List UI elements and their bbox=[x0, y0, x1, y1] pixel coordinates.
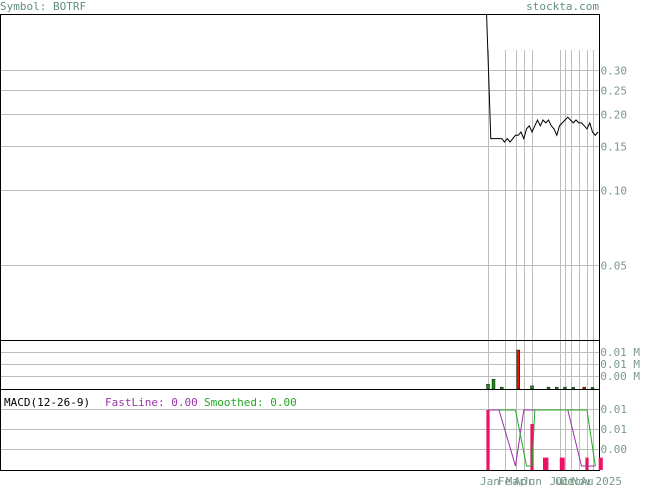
x-tick-label: Nov bbox=[572, 475, 592, 486]
volume-bar bbox=[563, 386, 567, 390]
macd-histogram-bar bbox=[598, 457, 603, 470]
volume-y-tick-label: 0.01 M bbox=[600, 346, 640, 359]
macd-histogram-bar bbox=[559, 457, 565, 470]
x-tick-label: Apr bbox=[514, 475, 534, 486]
volume-bar bbox=[486, 384, 490, 390]
price-y-tick-label: 0.30 bbox=[601, 65, 628, 78]
x-tick-label: Dec bbox=[561, 475, 581, 486]
price-y-axis: 0.30 0.25 0.20 0.15 0.10 0.05 bbox=[601, 65, 628, 273]
x-tick-label: Jan bbox=[480, 475, 500, 486]
macd-panel: 0.010.010.010.00 MACD(12-26-9) FastLine:… bbox=[0, 389, 628, 471]
x-tick-label: Mar bbox=[506, 475, 526, 486]
macd-fast-legend: FastLine: 0.00 bbox=[105, 396, 198, 409]
volume-bar bbox=[571, 387, 575, 390]
volume-bars bbox=[486, 349, 595, 390]
volume-bar bbox=[546, 386, 551, 390]
macd-fast-line bbox=[488, 409, 596, 467]
volume-bar bbox=[590, 387, 595, 390]
price-y-tick-label: 0.15 bbox=[601, 141, 628, 154]
macd-y-axis: 0.010.010.010.00 bbox=[601, 403, 628, 456]
macd-grid bbox=[1, 390, 599, 470]
macd-histogram-bar bbox=[585, 457, 589, 470]
symbol-label: Symbol: BOTRF bbox=[0, 0, 86, 13]
volume-y-axis: 0.01 M0.01 M0.00 M bbox=[600, 346, 640, 383]
chart-header: Symbol: BOTRF stockta.com bbox=[0, 0, 599, 13]
price-panel-frame bbox=[0, 14, 600, 341]
volume-bar bbox=[555, 386, 559, 390]
x-tick-label: Oct bbox=[555, 475, 575, 486]
volume-y-tick-label: 0.00 M bbox=[600, 370, 640, 383]
price-panel: 0.30 0.25 0.20 0.15 0.10 0.05 bbox=[0, 14, 628, 341]
price-y-tick-label: 0.10 bbox=[601, 185, 628, 198]
macd-y-tick-label: 0.00 bbox=[601, 443, 628, 456]
price-line bbox=[486, 14, 599, 143]
macd-panel-frame bbox=[0, 389, 600, 471]
volume-bar bbox=[500, 386, 504, 390]
price-y-tick-label: 0.25 bbox=[601, 85, 628, 98]
macd-smoothed-line bbox=[499, 409, 596, 467]
x-tick-label: 2025 bbox=[596, 475, 623, 486]
volume-panel: 0.01 M0.01 M0.00 M bbox=[0, 340, 640, 390]
macd-histogram-bar bbox=[543, 457, 549, 470]
x-tick-label: Jun bbox=[522, 475, 542, 486]
macd-title: MACD(12-26-9) bbox=[4, 396, 90, 409]
macd-smooth-legend: Smoothed: 0.00 bbox=[204, 396, 297, 409]
price-y-tick-label: 0.05 bbox=[601, 260, 628, 273]
volume-y-tick-label: 0.01 M bbox=[600, 358, 640, 371]
macd-y-tick-label: 0.01 bbox=[601, 403, 628, 416]
x-tick-label: Jul bbox=[550, 475, 570, 486]
volume-bar bbox=[582, 386, 586, 390]
macd-bars bbox=[486, 410, 603, 470]
x-tick-label: Fe bbox=[498, 475, 511, 486]
macd-histogram-bar bbox=[530, 424, 534, 470]
x-tick-label: Au bbox=[580, 475, 593, 486]
volume-bar bbox=[530, 385, 534, 390]
volume-grid bbox=[1, 341, 599, 389]
site-label: stockta.com bbox=[526, 0, 599, 13]
macd-y-tick-label: 0.01 bbox=[601, 423, 628, 436]
macd-histogram-bar bbox=[486, 410, 490, 470]
volume-bar bbox=[516, 349, 520, 390]
volume-bar bbox=[491, 379, 496, 390]
price-y-tick-label: 0.20 bbox=[601, 109, 628, 122]
price-grid bbox=[1, 50, 599, 340]
